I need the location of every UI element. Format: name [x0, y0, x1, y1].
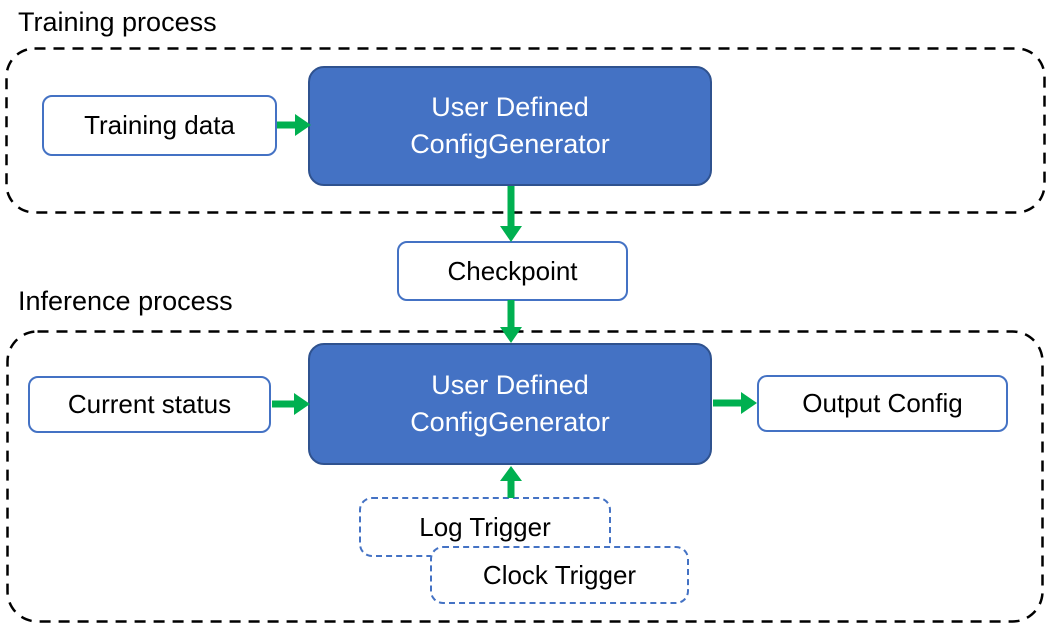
current-status-label: Current status	[67, 389, 232, 419]
output-config-node: Output Config	[757, 375, 1008, 432]
training-config-generator-label-line2: ConfigGenerator	[410, 129, 610, 159]
training-data-label: Training data	[84, 110, 235, 140]
arrow-triggers-to-generator	[500, 466, 522, 498]
current-status-node: Current status	[28, 376, 271, 433]
inference-config-generator-label-line2: ConfigGenerator	[410, 407, 610, 437]
training-config-generator-node: User Defined ConfigGenerator	[308, 66, 712, 186]
arrow-checkpoint-to-generator	[500, 300, 522, 343]
inference-config-generator-label-line1: User Defined	[431, 370, 589, 400]
clock-trigger-node: Clock Trigger	[430, 546, 689, 604]
output-config-label: Output Config	[802, 388, 963, 418]
training-config-generator-label-line1: User Defined	[431, 92, 589, 122]
inference-config-generator-node: User Defined ConfigGenerator	[308, 343, 712, 465]
arrow-current-status-to-generator	[272, 393, 310, 415]
checkpoint-label: Checkpoint	[447, 255, 578, 286]
training-data-node: Training data	[42, 95, 277, 156]
arrow-generator-to-checkpoint	[500, 186, 522, 242]
inference-process-boundary	[6, 330, 1044, 623]
arrow-generator-to-output-config	[713, 392, 757, 414]
arrow-training-data-to-generator	[277, 114, 311, 136]
inference-process-title: Inference process	[18, 286, 233, 316]
log-trigger-label: Log Trigger	[419, 511, 551, 542]
training-process-title: Training process	[18, 7, 217, 37]
clock-trigger-label: Clock Trigger	[482, 559, 637, 590]
checkpoint-node: Checkpoint	[397, 241, 628, 301]
